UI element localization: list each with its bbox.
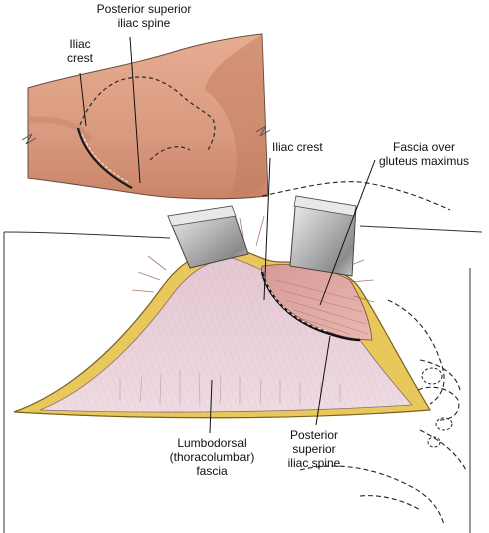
label-line: Iliac [69,37,90,51]
label-line: superior [292,442,335,456]
label-line: gluteus maximus [379,154,469,168]
label-line: Posterior [290,428,338,442]
iliac-crest-incision [260,271,361,342]
iliac-outline-dashed [79,76,216,151]
label-line: (thoracolumbar) [170,450,255,464]
label-line: Posterior superior [97,2,192,16]
operative-view [3,181,483,533]
label-psis-top: Posterior superior iliac spine [97,2,192,30]
label-lumbodorsal: Lumbodorsal (thoracolumbar) fascia [170,436,255,478]
label-iliac-crest-mid: Iliac crest [272,140,323,154]
label-line: iliac spine [288,456,341,470]
label-line: Fascia over [393,140,455,154]
label-line: iliac spine [118,16,171,30]
incision-line-inset [76,127,133,189]
label-line: fascia [196,464,228,478]
inset-skin-view [21,33,271,200]
label-iliac-crest-top: Iliac crest [67,37,94,65]
retractor-right [289,195,357,277]
label-fascia-gluteus: Fascia over gluteus maximus [379,140,469,168]
leader-lines [79,36,376,434]
label-line: crest [67,51,94,65]
label-line: Lumbodorsal [177,436,246,450]
label-psis-bottom: Posterior superior iliac spine [288,428,341,470]
label-line: Iliac crest [272,140,323,154]
retractor-left [167,205,249,269]
